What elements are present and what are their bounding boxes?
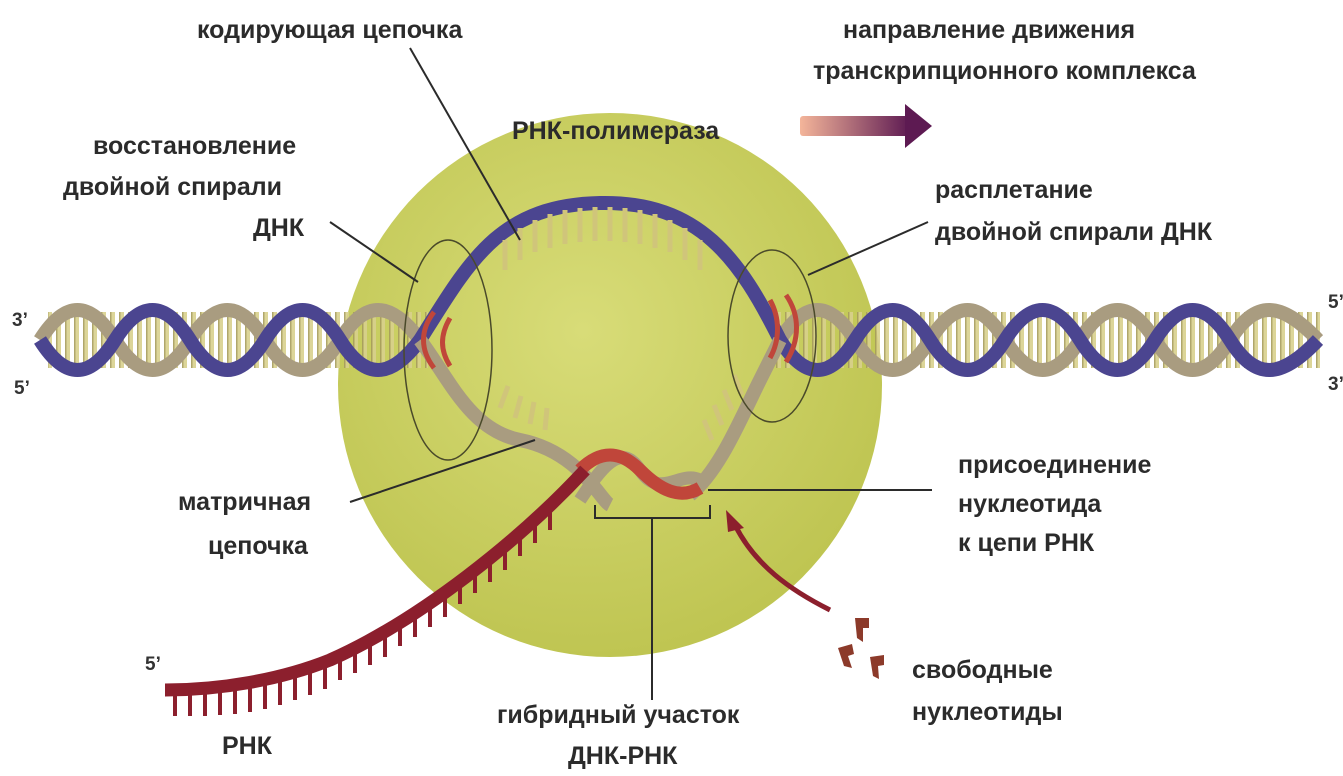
end-label-right-top: 5’ — [1328, 292, 1343, 313]
label-attach-line2: нуклеотида — [958, 490, 1102, 518]
label-free-line1: свободные — [912, 656, 1053, 684]
label-template-line1: матричная — [178, 488, 311, 516]
label-free-line2: нуклеотиды — [912, 698, 1063, 726]
label-hybrid-line2: ДНК-РНК — [568, 742, 678, 770]
end-label-rna: 5’ — [145, 654, 161, 675]
rna-polymerase-globe — [338, 113, 882, 657]
label-restore-line3: ДНК — [253, 214, 305, 242]
end-label-right-bottom: 3’ — [1328, 374, 1343, 395]
label-hybrid-line1: гибридный участок — [497, 701, 740, 729]
label-attach-line1: присоединение — [958, 451, 1152, 479]
direction-arrow — [800, 104, 932, 148]
label-unwind-line2: двойной спирали ДНК — [935, 218, 1213, 246]
end-label-left-top: 3’ — [12, 310, 28, 331]
label-direction-line1: направление движения — [843, 16, 1135, 44]
label-coding-strand: кодирующая цепочка — [197, 16, 463, 44]
free-nucleotides — [838, 618, 884, 679]
label-attach-line3: к цепи РНК — [958, 529, 1095, 557]
end-label-left-bottom: 5’ — [14, 378, 30, 399]
label-polymerase: РНК-полимераза — [512, 117, 720, 145]
label-direction-line2: транскрипционного комплекса — [813, 57, 1197, 85]
label-template-line2: цепочка — [208, 532, 309, 560]
label-unwind-line1: расплетание — [935, 176, 1093, 204]
label-restore-line2: двойной спирали — [63, 173, 282, 201]
label-rna: РНК — [222, 732, 273, 760]
label-restore-line1: восстановление — [93, 132, 296, 160]
